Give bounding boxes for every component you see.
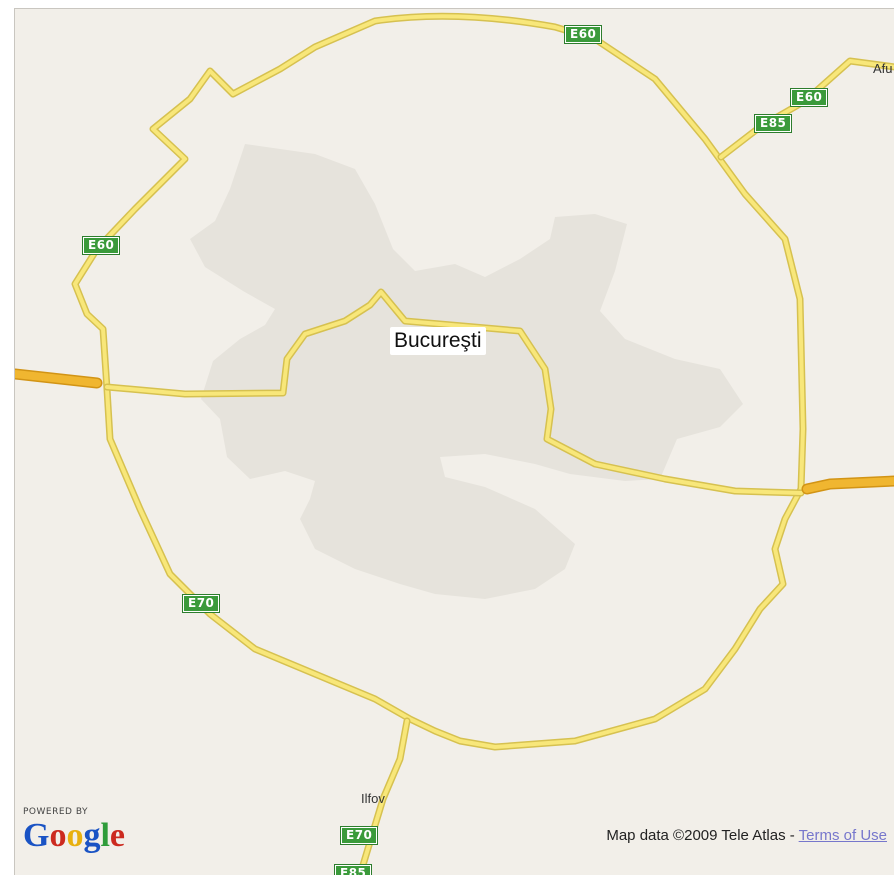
map-canvas[interactable]: E60 E60 E60 E85 E70 E70 E85 Bucureşti Il… — [14, 8, 894, 875]
google-logo-letter: e — [109, 817, 125, 854]
powered-by-google[interactable]: POWERED BY Google — [23, 807, 143, 853]
terms-of-use-link[interactable]: Terms of Use — [798, 827, 887, 844]
attribution-text: Map data ©2009 Tele Atlas - — [606, 827, 799, 844]
road-shield-e60: E60 — [789, 88, 829, 107]
east-highway — [803, 477, 894, 493]
road-shield-e85: E85 — [333, 864, 373, 875]
google-logo-letter: l — [100, 817, 110, 854]
powered-by-text: POWERED BY — [23, 807, 89, 817]
city-road — [105, 290, 803, 495]
google-logo-letter: g — [83, 817, 101, 854]
ring-road — [73, 14, 805, 749]
road-shield-e60: E60 — [81, 236, 121, 255]
city-label: Bucureşti — [390, 327, 486, 355]
ne-road-casing — [717, 57, 894, 161]
ne-road — [719, 59, 894, 159]
road-shield-e60: E60 — [563, 25, 603, 44]
urban-area — [190, 144, 743, 599]
road-shield-e70: E70 — [339, 826, 379, 845]
google-logo: Google — [23, 819, 143, 853]
place-label-afumati: Afu — [873, 61, 893, 76]
google-logo-letter: G — [23, 817, 50, 854]
map-attribution: Map data ©2009 Tele Atlas - Terms of Use — [604, 827, 889, 844]
google-logo-letter: o — [49, 817, 67, 854]
west-highway — [15, 370, 101, 387]
map-tiles — [15, 12, 894, 875]
road-shield-e70: E70 — [181, 594, 221, 613]
road-shield-e85: E85 — [753, 114, 793, 133]
place-label-ilfov: Ilfov — [361, 791, 385, 806]
google-logo-letter: o — [66, 817, 84, 854]
